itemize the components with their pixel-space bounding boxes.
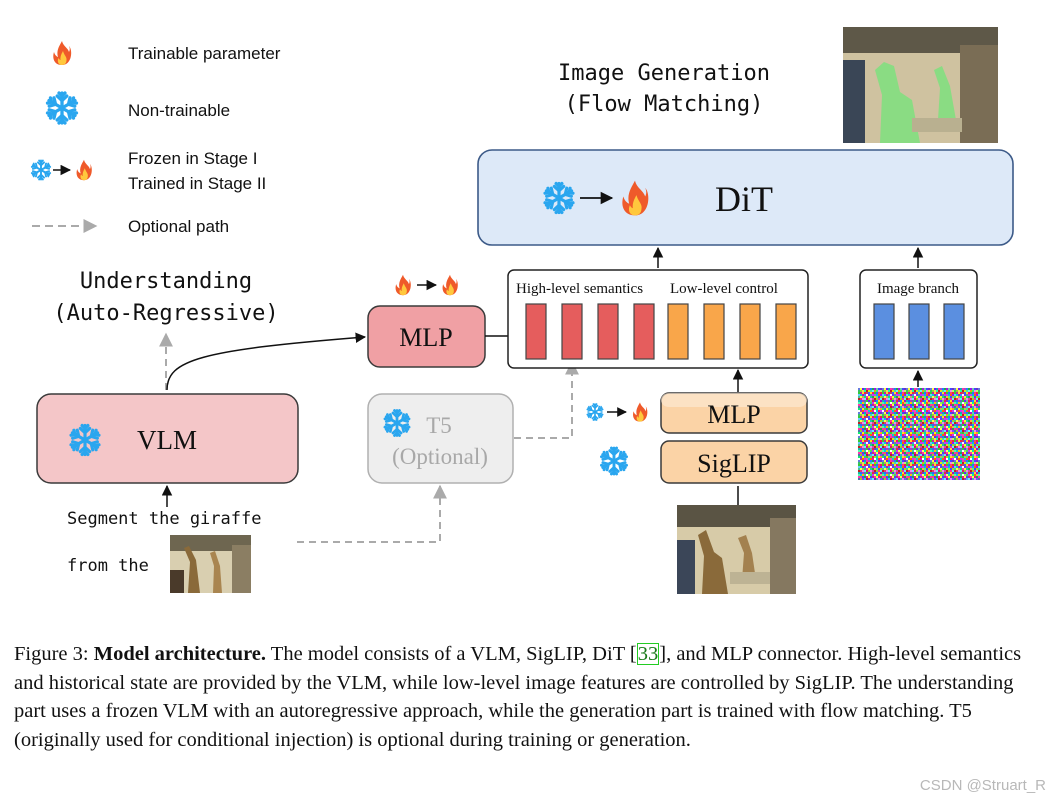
caption-bold-title: Model architecture. xyxy=(93,643,267,665)
vlm-block: VLM xyxy=(36,393,299,484)
low-level-control-label: Low-level control xyxy=(670,281,778,297)
token xyxy=(597,303,619,360)
figure-caption: Figure 3: Model architecture. The model … xyxy=(14,640,1044,754)
legend-trained-label: Trained in Stage II xyxy=(128,174,266,193)
image-branch-label: Image branch xyxy=(877,281,960,297)
vlm-to-mlp-arrow xyxy=(166,332,367,391)
legend-non-trainable-label: Non-trainable xyxy=(128,101,230,120)
dit-block: DiT xyxy=(477,149,1014,246)
noise-latent-image xyxy=(858,388,980,480)
understanding-title: Understanding xyxy=(80,269,252,294)
image-branch-box: Image branch xyxy=(859,269,978,369)
prompt-line2: from the xyxy=(67,556,149,576)
caption-label: Figure 3: xyxy=(14,643,89,665)
architecture-diagram: Trainable parameter Non-trainable Frozen… xyxy=(0,27,1014,594)
high-level-semantics-label: High-level semantics xyxy=(516,281,643,297)
t5-label: T5 xyxy=(426,413,452,438)
generation-subtitle: (Flow Matching) xyxy=(565,92,764,117)
token xyxy=(633,303,655,360)
citation-link[interactable]: 33 xyxy=(636,643,660,665)
low-level-tokens xyxy=(667,303,797,360)
understanding-subtitle: (Auto-Regressive) xyxy=(53,301,278,326)
output-segmentation-image xyxy=(843,27,998,143)
prompt-to-t5-optional-arrow xyxy=(297,484,447,543)
prompt-photo xyxy=(170,535,251,593)
generation-title: Image Generation xyxy=(558,61,770,86)
token xyxy=(943,303,965,360)
siglip-block: SigLIP xyxy=(601,440,808,484)
token xyxy=(561,303,583,360)
token xyxy=(739,303,761,360)
mlp-top-label: MLP xyxy=(399,323,452,352)
t5-to-tokens-optional-arrow xyxy=(514,360,579,439)
mlp-bottom-label: MLP xyxy=(707,400,760,429)
token xyxy=(667,303,689,360)
token xyxy=(703,303,725,360)
caption-text-part1: The model consists of a VLM, SigLIP, DiT… xyxy=(270,643,637,665)
legend-trainable-label: Trainable parameter xyxy=(128,44,281,63)
dit-label: DiT xyxy=(715,179,773,219)
t5-optional-label: (Optional) xyxy=(392,444,488,469)
token xyxy=(908,303,930,360)
siglip-label: SigLIP xyxy=(697,449,771,478)
condition-tokens-box: High-level semantics Low-level control xyxy=(507,269,809,369)
caption-text-part2: ], and MLP connector. High-level semanti… xyxy=(14,643,1022,751)
legend-optional-label: Optional path xyxy=(128,217,229,236)
high-level-tokens xyxy=(525,303,655,360)
prompt-line1: Segment the giraffe xyxy=(67,509,261,529)
legend-frozen-label: Frozen in Stage I xyxy=(128,149,257,168)
token xyxy=(775,303,797,360)
vlm-label: VLM xyxy=(137,425,197,455)
frozen-to-trainable-icon xyxy=(31,160,92,180)
watermark: CSDN @Struart_R xyxy=(919,777,1046,794)
t5-block: T5 (Optional) xyxy=(367,393,514,484)
input-image xyxy=(677,505,796,594)
flame-icon xyxy=(53,41,72,65)
token xyxy=(873,303,895,360)
snowflake-icon xyxy=(47,93,78,123)
mlp-connector-top: MLP xyxy=(367,274,486,368)
snowflake-icon xyxy=(601,448,628,474)
mlp-connector-bottom: MLP xyxy=(587,392,808,434)
legend: Trainable parameter Non-trainable Frozen… xyxy=(31,41,281,236)
token xyxy=(525,303,547,360)
